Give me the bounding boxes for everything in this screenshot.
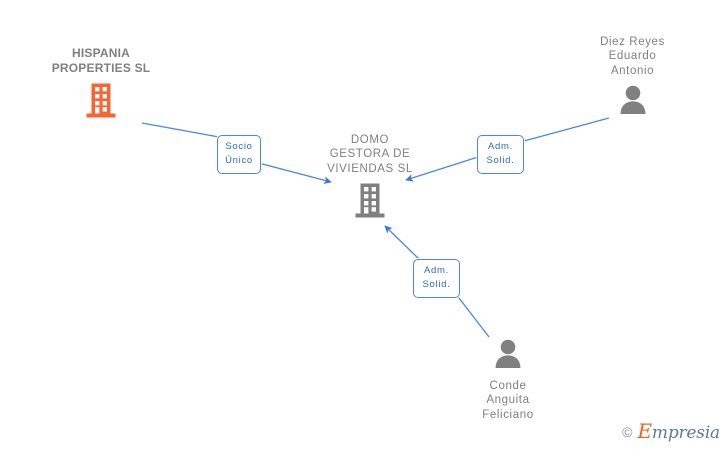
node-conde-anguita[interactable]: Conde Anguita Feliciano bbox=[452, 338, 564, 422]
empresia-logo-initial: E bbox=[637, 419, 653, 443]
empresia-logo: Empresia bbox=[638, 421, 721, 442]
node-diez-reyes-label: Diez Reyes Eduardo Antonio bbox=[600, 36, 665, 77]
node-hispania-label: HISPANIA PROPERTIES SL bbox=[51, 46, 151, 75]
node-domo[interactable]: DOMO GESTORA DE VIVIENDAS SL bbox=[306, 133, 434, 224]
person-icon bbox=[492, 338, 524, 374]
relation-label-adm-solid-diez-reyes[interactable]: Adm. Solid. bbox=[477, 135, 524, 174]
copyright-icon: © bbox=[622, 423, 633, 440]
node-domo-label: DOMO GESTORA DE VIVIENDAS SL bbox=[327, 134, 413, 175]
building-icon bbox=[355, 182, 385, 224]
building-icon bbox=[86, 82, 116, 124]
node-conde-anguita-label: Conde Anguita Feliciano bbox=[482, 380, 534, 421]
node-hispania[interactable]: HISPANIA PROPERTIES SL bbox=[36, 46, 166, 124]
node-diez-reyes[interactable]: Diez Reyes Eduardo Antonio bbox=[575, 35, 690, 120]
person-icon bbox=[617, 84, 649, 120]
relation-label-socio-unico[interactable]: Socio Único bbox=[217, 135, 261, 174]
empresia-watermark: © Empresia bbox=[622, 421, 720, 442]
relation-label-adm-solid-conde-anguita[interactable]: Adm. Solid. bbox=[413, 259, 460, 298]
empresia-logo-rest: mpresia bbox=[651, 423, 720, 443]
